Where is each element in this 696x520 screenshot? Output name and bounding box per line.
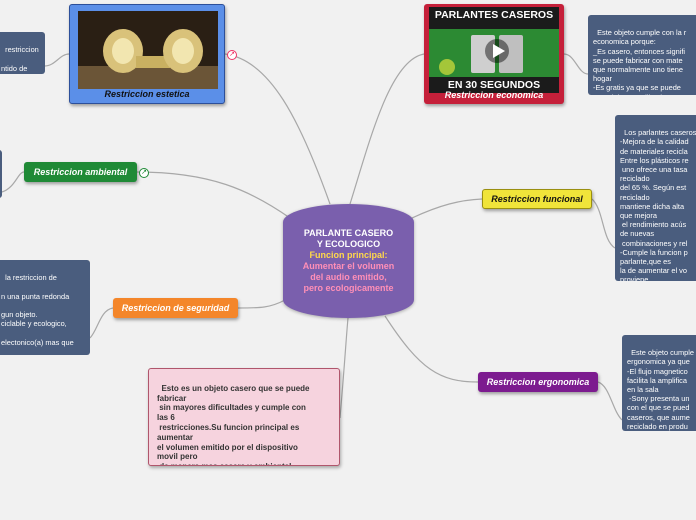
- note-funcional[interactable]: Los parlantes caseros -Mejora de la cali…: [615, 115, 696, 281]
- topic-label: Restriccion ergonomica: [486, 377, 590, 387]
- link-ambiental: [136, 171, 291, 219]
- link-economica: [349, 53, 425, 205]
- note-seguridad[interactable]: la restriccion de n una punta redonda gu…: [0, 260, 90, 355]
- topic-label: Restriccion ambiental: [33, 167, 128, 177]
- note-text: Este objeto cumple con la r economica po…: [593, 28, 687, 95]
- note-text: Los parlantes caseros -Mejora de la cali…: [620, 128, 696, 281]
- note-ergonomica[interactable]: Este objeto cumple ergonomica ya que -El…: [622, 335, 696, 431]
- summary-text: Esto es un objeto casero que se puede fa…: [157, 383, 310, 465]
- note-estetica[interactable]: restriccion ntido de prefieras: [0, 32, 45, 74]
- video-subtitle: EN 30 SEGUNDOS: [447, 79, 541, 91]
- link-note-economica: [563, 53, 589, 75]
- central-topic[interactable]: PARLANTE CASERO Y ECOLOGICO Funcion prin…: [283, 204, 414, 318]
- note-ambiental[interactable]: [0, 150, 2, 198]
- topic-restriccion-funcional[interactable]: Restriccion funcional: [482, 189, 592, 209]
- summary-note[interactable]: Esto es un objeto casero que se puede fa…: [148, 368, 340, 466]
- video-title: PARLANTES CASEROS: [434, 9, 554, 21]
- central-title: PARLANTE CASERO Y ECOLOGICO: [303, 228, 394, 249]
- note-text: Este objeto cumple ergonomica ya que -El…: [627, 348, 694, 431]
- note-economica[interactable]: Este objeto cumple con la r economica po…: [588, 15, 696, 95]
- link-note-seguridad: [89, 307, 114, 339]
- note-text: la restriccion de n una punta redonda gu…: [1, 273, 74, 347]
- link-estetica: [224, 53, 331, 205]
- note-text: restriccion ntido de prefieras: [1, 45, 39, 74]
- topic-restriccion-estetica[interactable]: Restriccion estetica: [69, 4, 225, 104]
- link-icon[interactable]: ↗: [139, 168, 149, 178]
- topic-label: Restriccion estetica: [104, 89, 190, 99]
- link-funcional: [411, 198, 483, 219]
- link-note-funcional: [591, 198, 616, 249]
- central-description: Aumentar el volumen del audio emitido, p…: [302, 261, 395, 293]
- topic-label: Restriccion funcional: [491, 194, 583, 204]
- topic-restriccion-economica[interactable]: PARLANTES CASEROS EN 30 SEGUNDOS Restric…: [424, 4, 564, 104]
- topic-label: Restriccion de seguridad: [121, 303, 230, 313]
- topic-restriccion-ergonomica[interactable]: Restriccion ergonomica: [478, 372, 598, 392]
- link-summary: [339, 317, 349, 419]
- link-ergonomica: [384, 315, 479, 383]
- video-thumbnail-image: [429, 7, 559, 93]
- link-seguridad: [237, 299, 286, 309]
- topic-restriccion-ambiental[interactable]: Restriccion ambiental: [24, 162, 137, 182]
- topic-label: Restriccion economica: [444, 90, 544, 100]
- link-icon[interactable]: ↗: [227, 50, 237, 60]
- link-note-ergonomica: [597, 381, 623, 421]
- link-note-estetica: [44, 53, 70, 67]
- link-note-ambiental: [1, 171, 25, 193]
- topic-restriccion-seguridad[interactable]: Restriccion de seguridad: [113, 298, 238, 318]
- speaker-photo-image: [78, 11, 218, 89]
- central-subtitle: Funcion principal:: [309, 250, 388, 260]
